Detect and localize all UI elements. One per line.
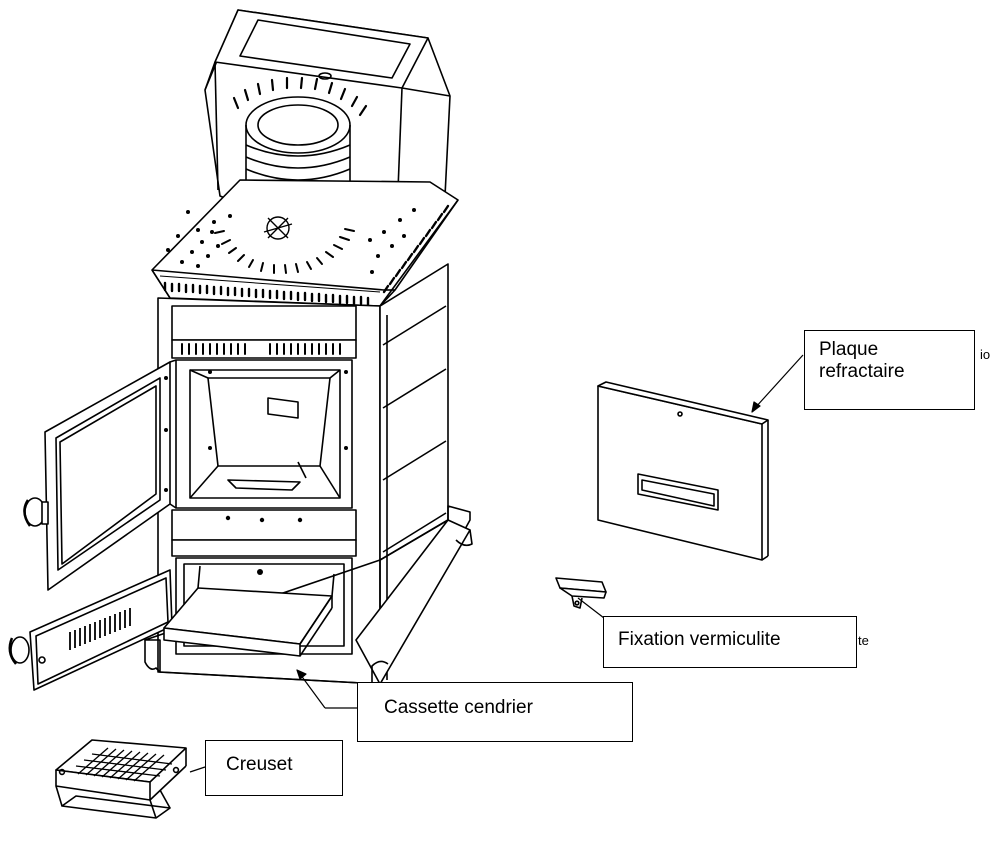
flue-housing bbox=[204, 9, 451, 231]
top-plate bbox=[151, 179, 459, 307]
brazier bbox=[55, 739, 187, 819]
ash-drawer bbox=[163, 565, 335, 657]
lower-panel bbox=[8, 569, 173, 691]
leader-lines bbox=[189, 354, 804, 773]
vermiculite-clip bbox=[555, 577, 607, 609]
plaque-tail-text: io bbox=[980, 347, 991, 362]
plaque-refractaire-callout: Plaque refractaire bbox=[804, 330, 975, 410]
stove-body bbox=[144, 263, 473, 690]
open-door bbox=[23, 359, 177, 591]
fixation-tail-text: te bbox=[858, 633, 869, 648]
fixation-vermiculite-callout: Fixation vermiculite bbox=[603, 616, 857, 668]
refractory-plate bbox=[597, 381, 769, 561]
creuset-callout: Creuset bbox=[205, 740, 343, 796]
cassette-cendrier-callout: Cassette cendrier bbox=[357, 682, 633, 742]
